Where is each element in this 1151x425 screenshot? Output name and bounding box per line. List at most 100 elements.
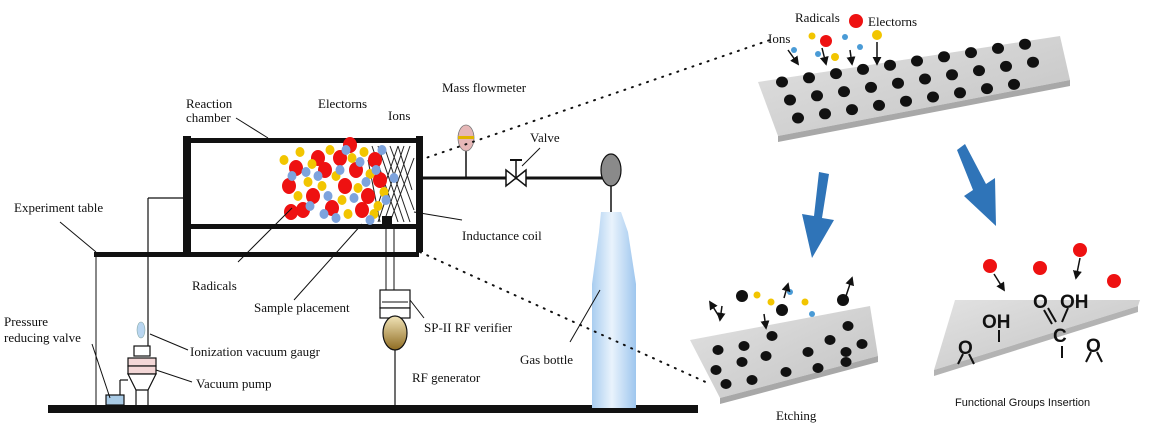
ion-particle	[323, 191, 333, 201]
table-leader	[59, 221, 97, 253]
surface-particle	[919, 73, 931, 85]
surface-particle	[738, 341, 750, 351]
surface-electrons-label: Electorns	[868, 14, 917, 29]
dotted-connector-bottom	[419, 251, 711, 385]
mass-flowmeter	[457, 124, 475, 178]
radical-particle	[282, 178, 296, 194]
surface-particle	[1008, 78, 1020, 90]
functional-group-structures	[957, 307, 1103, 365]
electron-particle	[325, 145, 335, 155]
pressure-valve-label-1: Pressure	[4, 314, 48, 329]
etching-particles	[710, 321, 868, 389]
radicals-label: Radicals	[192, 278, 237, 293]
functional-caption: Functional Groups Insertion	[955, 397, 1090, 409]
electron-particle	[317, 181, 327, 191]
radical-particle	[361, 188, 375, 204]
ion-particle	[341, 145, 351, 155]
ions-label: Ions	[388, 108, 410, 123]
surface-particle	[720, 379, 732, 389]
gauge-leader	[149, 333, 189, 351]
surface-particle	[900, 95, 912, 107]
valve-leader	[521, 147, 541, 167]
surface-particle	[812, 363, 824, 373]
gas-bottle-leader	[569, 289, 601, 343]
electron-particle	[337, 195, 347, 205]
surface-particle	[792, 112, 804, 124]
surface-top-particles	[776, 38, 1039, 124]
surface-particle	[776, 76, 788, 88]
surface-particle	[784, 94, 796, 106]
surface-particle	[1000, 60, 1012, 72]
vacuum-pump-label: Vacuum pump	[196, 376, 271, 391]
ion-particle	[305, 201, 315, 211]
surface-top: Radicals Electorns Ions	[758, 10, 1070, 142]
surface-particle	[842, 321, 854, 331]
vacuum-system	[105, 197, 183, 406]
ion-particle	[371, 165, 381, 175]
surface-particle	[865, 81, 877, 93]
arrow-to-functional-icon	[957, 144, 996, 226]
arrow-to-etching-icon	[802, 172, 834, 258]
carbon-text: C	[1053, 326, 1067, 347]
rf-system	[379, 226, 411, 405]
ion-particle	[381, 195, 391, 205]
ion-particle	[349, 193, 359, 203]
surface-ions-label: Ions	[768, 31, 790, 46]
surface-particle	[746, 375, 758, 385]
surface-particle	[840, 347, 852, 357]
electron-particle	[307, 159, 317, 169]
incoming-radicals	[983, 243, 1121, 292]
valve	[505, 159, 527, 188]
radical-particle	[373, 172, 387, 188]
inductance-coil-label: Inductance coil	[462, 228, 542, 243]
surface-particle	[856, 339, 868, 349]
pump-leader	[155, 369, 193, 383]
electron-particle	[373, 201, 383, 211]
surface-particle	[760, 351, 772, 361]
radical-particle	[338, 178, 352, 194]
ionization-gauge-label: Ionization vacuum gaugr	[190, 344, 321, 359]
surface-particle	[965, 47, 977, 59]
ejected-particles	[709, 276, 854, 330]
pressure-valve-leader	[91, 343, 111, 399]
surface-particle	[973, 65, 985, 77]
electron-particle	[379, 187, 389, 197]
surface-particle	[802, 347, 814, 357]
ion-particle	[389, 173, 399, 183]
surface-particle	[857, 63, 869, 75]
rf-verifier-label: SP-II RF verifier	[424, 320, 513, 335]
surface-particle	[892, 77, 904, 89]
surface-particle	[736, 357, 748, 367]
sample-leader	[293, 223, 363, 301]
surface-particle	[712, 345, 724, 355]
radical-particle	[306, 188, 320, 204]
plasma-particles	[279, 137, 399, 225]
surface-particle	[811, 90, 823, 102]
surface-particle	[824, 335, 836, 345]
ion-particle	[335, 165, 345, 175]
pressure-valve-label-2: reducing valve	[4, 330, 81, 345]
electron-particle	[353, 183, 363, 193]
electron-particle	[293, 191, 303, 201]
surface-particle	[780, 367, 792, 377]
experiment-table-label: Experiment table	[14, 200, 103, 215]
ion-particle	[313, 171, 323, 181]
experiment-table-top	[94, 252, 419, 257]
surface-particle	[927, 91, 939, 103]
surface-particle	[846, 104, 858, 116]
radical-particle	[368, 152, 382, 168]
radicals-leader	[237, 207, 293, 263]
dotted-connector-top	[419, 39, 771, 161]
ion-particle	[331, 213, 341, 223]
ion-particle	[287, 171, 297, 181]
electron-particle	[295, 147, 305, 157]
radical-particle	[325, 200, 339, 216]
sample-placement-label: Sample placement	[254, 300, 350, 315]
electron-particle	[303, 177, 313, 187]
surface-particle	[911, 55, 923, 67]
surface-particle	[1027, 56, 1039, 68]
ion-particle	[319, 209, 329, 219]
incoming-particles-top	[787, 14, 882, 66]
o-double-text: O	[1033, 292, 1048, 313]
surface-particle	[946, 69, 958, 81]
